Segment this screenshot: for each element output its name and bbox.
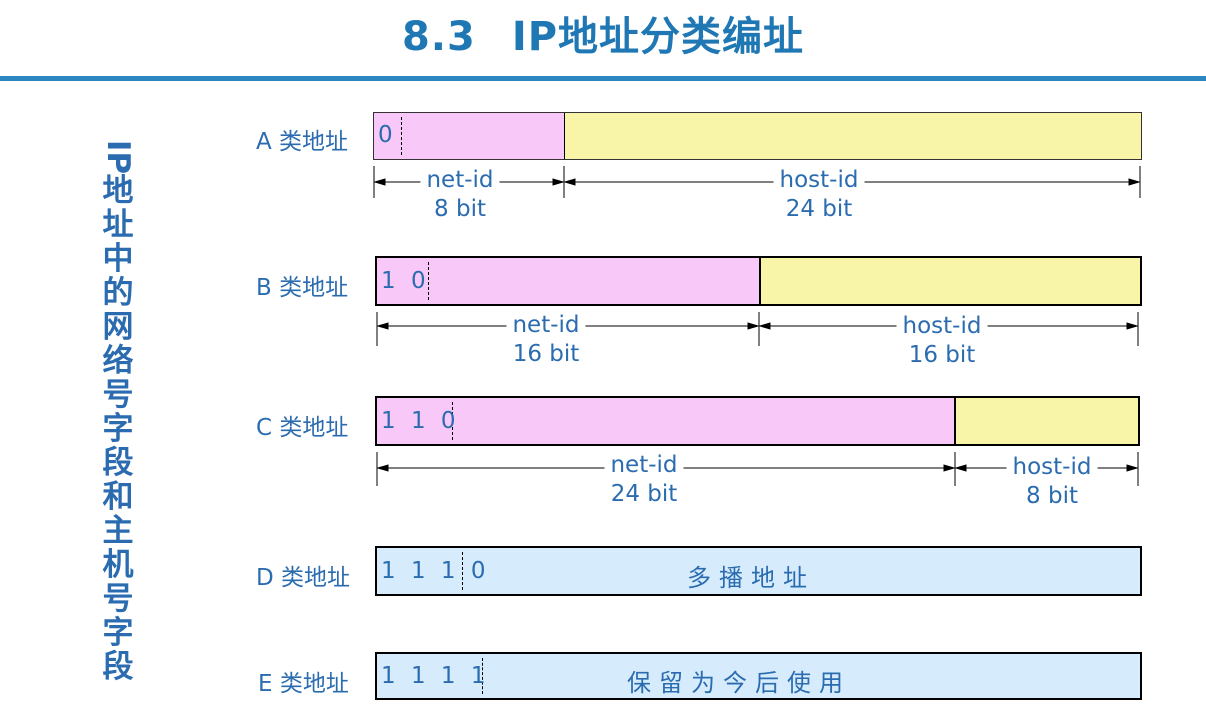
class-b-net-segment [377,258,759,304]
class-b-net-host-divider [759,258,761,304]
class-c-net-bits: 24 bit [610,481,678,507]
class-e-body-text: 保留为今后使用 [627,669,851,697]
class-e-prefix: 1 1 1 1 [381,663,490,689]
side-caption-char: 络 [102,343,134,379]
side-caption: IP 地 址 中 的 网 络 号 字 段 和 主 机 号 字 段 [100,140,136,684]
side-caption-char: 号 [102,377,134,413]
side-caption-char: 中 [102,241,134,277]
class-d-address-bar: 1 1 1 0 多播地址 [375,546,1142,596]
class-b-prefix: 1 0 [381,268,430,294]
class-a-net-bits: 8 bit [434,196,486,222]
side-caption-char: 网 [102,309,134,345]
section-title: IP地址分类编址 [511,14,805,60]
section-number: 8.3 [401,14,476,60]
class-a-prefix-dash [401,117,402,155]
side-caption-char: 段 [102,445,134,481]
side-caption-char: 主 [102,513,134,549]
class-b-net-field-label: net-id [506,312,586,338]
class-c-prefix: 1 1 0 [381,408,460,434]
side-caption-char: 地 [102,173,134,209]
class-a-address-bar: 0 [373,112,1142,160]
side-caption-char: 段 [102,649,134,685]
side-caption-char: 号 [102,581,134,617]
class-c-net-host-divider [954,398,956,444]
class-c-label: C 类地址 [256,415,349,441]
class-b-net-bits: 16 bit [512,341,580,367]
title-divider [0,76,1206,81]
side-caption-char: 和 [102,479,134,515]
class-a-host-segment [564,113,1141,159]
class-c-address-bar: 1 1 0 [375,396,1140,446]
class-a-host-bits: 24 bit [785,196,853,222]
class-a-net-field-label: net-id [420,167,500,193]
class-c-prefix-dash [452,402,453,440]
page-title: 8.3 IP地址分类编址 [0,4,1206,62]
side-caption-char: 字 [102,411,134,447]
side-caption-char: 的 [102,275,134,311]
class-c-net-segment [377,398,954,444]
class-b-host-field-label: host-id [896,313,988,339]
class-a-net-segment [374,113,564,159]
side-caption-ip: IP [100,139,136,175]
class-e-label: E 类地址 [258,671,349,697]
class-e-address-bar: 1 1 1 1 保留为今后使用 [375,652,1142,700]
class-d-label: D 类地址 [256,565,351,591]
class-d-body-text: 多播地址 [687,564,815,592]
class-a-host-field-label: host-id [773,167,865,193]
class-a-label: A 类地址 [256,129,349,155]
class-b-host-bits: 16 bit [908,342,976,368]
class-e-prefix-dash [482,658,483,694]
class-d-prefix-dash [462,552,463,590]
class-c-net-field-label: net-id [604,452,684,478]
class-d-prefix: 1 1 1 0 [381,558,490,584]
class-a-net-host-divider [564,113,565,159]
class-c-host-field-label: host-id [1006,454,1098,480]
class-b-prefix-dash [428,262,429,300]
class-c-host-bits: 8 bit [1026,483,1078,509]
class-c-host-segment [954,398,1138,444]
side-caption-char: 机 [102,547,134,583]
side-caption-char: 字 [102,615,134,651]
class-b-address-bar: 1 0 [375,256,1142,306]
class-b-label: B 类地址 [256,275,349,301]
side-caption-char: 址 [102,207,134,243]
class-a-prefix: 0 [378,122,397,148]
class-b-host-segment [759,258,1140,304]
